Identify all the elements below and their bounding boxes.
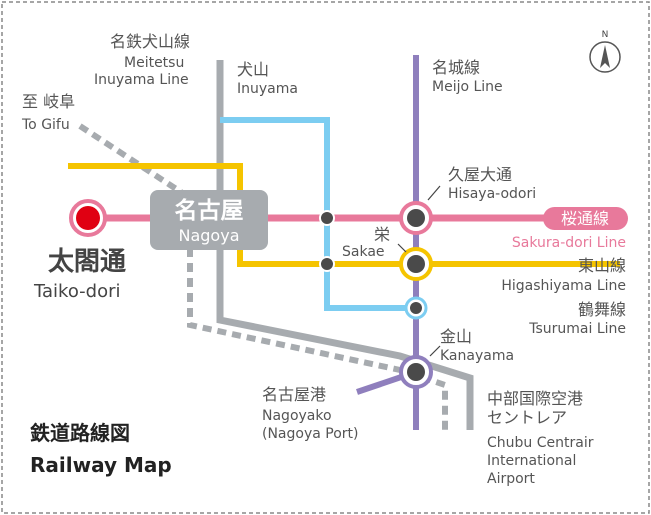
hisaya-label-jp: 久屋大通 [448,165,512,184]
airport-label-en1: Chubu Centrair [487,435,594,451]
nagoya-station-box [150,190,268,250]
tsurumai-meijo-junction-dot [410,302,422,314]
sakura-dori-badge-text: 桜通線 [561,209,609,228]
tsurumai-label-jp: 鶴舞線 [578,300,626,319]
taiko-dori-station-dot [76,206,100,230]
kanayama-label-jp: 金山 [440,327,472,346]
kanayama-station-dot [407,363,425,381]
sakura-tsurumai-junction [319,210,335,226]
meitetsu-label-jp: 名鉄犬山線 [110,32,190,51]
airport-label-en3: Airport [487,471,535,487]
nagoya-station-jp: 名古屋 [175,197,244,224]
nagoya-station-en: Nagoya [179,226,240,245]
sakura-dori-label-en: Sakura-dori Line [512,235,626,251]
tsurumai-label-en: Tsurumai Line [528,321,626,337]
airport-label-en2: International [487,453,576,469]
meijo-label-en: Meijo Line [432,79,503,95]
nagoyako-label-jp: 名古屋港 [262,385,326,404]
to-gifu-label-en: To Gifu [21,117,70,133]
higashiyama-tsurumai-junction [319,256,335,272]
meijo-label-jp: 名城線 [432,58,480,77]
sakae-leader [397,243,407,253]
kanayama-label-en: Kanayama [440,348,514,364]
to-gifu-label-jp: 至 岐阜 [22,92,75,111]
sakura-dori-line-badge [543,207,628,230]
map-title-en: Railway Map [30,453,172,477]
to-gifu-dashed-line [78,123,192,201]
airport-label-jp2: セントレア [487,408,567,427]
nagoyako-label-en1: Nagoyako [262,408,332,424]
kanayama-leader [429,345,441,357]
sakae-label-jp: 栄 [374,225,390,244]
meitetsu-label-en1: Meitetsu [124,55,184,71]
hisaya-odori-station-dot [407,209,425,227]
higashiyama-label-jp: 東山線 [578,256,626,275]
inuyama-label-en: Inuyama [237,81,298,97]
compass-icon: N [589,30,621,73]
inuyama-label-jp: 犬山 [237,60,269,79]
hisaya-label-en: Hisaya-odori [448,186,536,202]
compass-north-label: N [602,30,609,40]
nagoyako-label-en2: (Nagoya Port) [262,426,359,442]
sakae-station-dot [407,255,425,273]
meitetsu-label-en2: Inuyama Line [94,72,189,88]
higashiyama-label-en: Higashiyama Line [501,278,626,294]
airport-label-jp1: 中部国際空港 [487,389,583,408]
hisaya-leader [427,185,441,201]
taiko-dori-label-en: Taiko-dori [33,281,121,302]
map-title-jp: 鉄道路線図 [30,421,130,445]
sakae-label-en: Sakae [342,244,385,260]
taiko-dori-label-jp: 太閤通 [48,247,126,277]
